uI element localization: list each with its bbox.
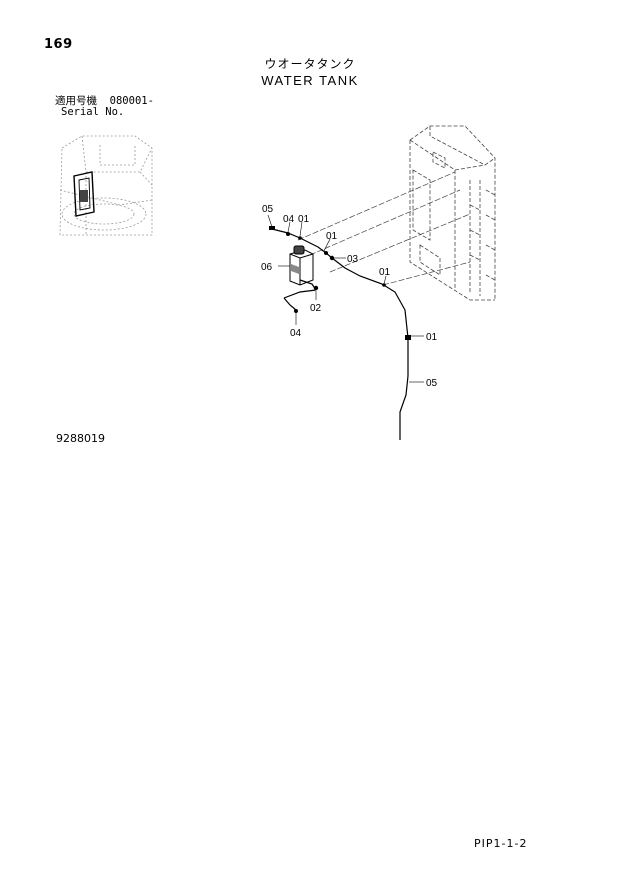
serial-range: 080001-: [109, 95, 154, 107]
callout-01-lower: 01: [426, 332, 438, 343]
frame-structure: [409, 125, 496, 301]
callout-leaders: [267, 214, 424, 383]
serial-label-en: Serial No.: [61, 106, 125, 118]
callout-01-upper: 01: [298, 214, 310, 225]
serial-applicability: 適用号機 080001- Serial No.: [55, 96, 154, 118]
title-english: WATER TANK: [261, 73, 359, 88]
fittings: [269, 226, 411, 340]
callout-01-elbow: 01: [326, 231, 338, 242]
callout-01-mid: 01: [379, 267, 391, 278]
serial-label-jp: 適用号機: [55, 95, 97, 107]
sheet-reference: PIP1-1-2: [474, 837, 528, 850]
callout-05-lower: 05: [426, 378, 438, 389]
drawing-number: 9288019: [56, 432, 105, 445]
callout-02: 02: [310, 303, 322, 314]
callout-04-lower: 04: [290, 328, 302, 339]
title-japanese: ウオータタンク: [264, 57, 356, 71]
mounting-guide-lines: [297, 171, 471, 286]
callout-03: 03: [347, 254, 359, 265]
callout-06-tank: 06: [261, 262, 273, 273]
page-number: 169: [44, 37, 73, 52]
callout-04-upper: 04: [283, 214, 295, 225]
hose-lines: [271, 228, 409, 440]
callout-05-upper: 05: [262, 204, 274, 215]
callout-labels: 05 04 01 01 06 03 01 02 04 01 05: [261, 204, 438, 389]
water-tank: [289, 245, 314, 286]
thumbnail-highlight: [73, 171, 95, 217]
